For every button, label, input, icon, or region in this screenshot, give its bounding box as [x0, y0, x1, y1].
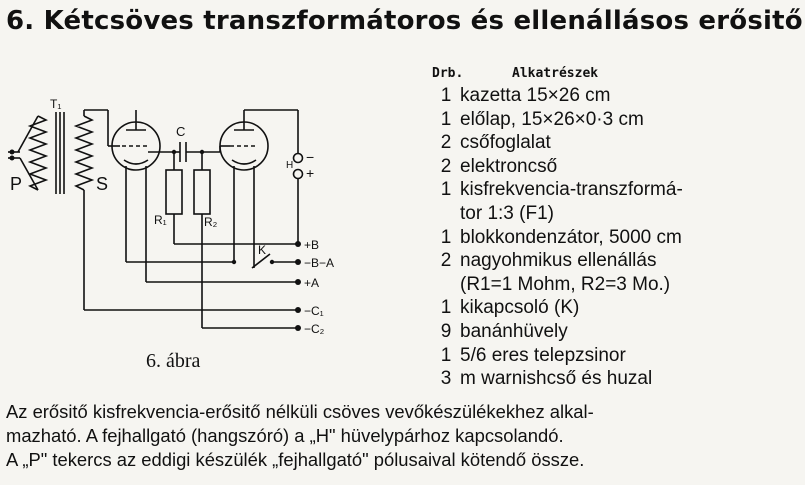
- parts-list: Drb. Alkatrészek 1 kazetta 15×26 cm 1 előla…: [432, 62, 800, 391]
- part-name: kisfrekvencia-transzformá- tor 1:3 (F1): [460, 179, 683, 224]
- part-qty: 1: [440, 344, 452, 366]
- terminal-dot: [295, 259, 301, 265]
- terminal-dot: [295, 279, 301, 285]
- label-minus-c2: −C₂: [304, 322, 325, 336]
- part-name: blokkondenzátor, 5000 cm: [460, 226, 682, 248]
- page-title: 6. Kétcsöves transzformátoros és ellenál…: [6, 6, 805, 36]
- part-qty: 1: [440, 297, 452, 319]
- label-s: S: [96, 174, 108, 194]
- h-socket-plus: [292, 168, 304, 180]
- part-qty: 9: [440, 320, 452, 342]
- part-qty: 2: [440, 155, 452, 177]
- label-plus-a: +A: [304, 276, 319, 290]
- label-minus-c1: −C₁: [304, 304, 324, 318]
- part-name: csőfoglalat: [460, 132, 551, 154]
- parts-list-item: 1 kazetta 15×26 cm: [432, 84, 800, 108]
- label-c: C: [176, 124, 185, 139]
- h-socket-minus: [292, 152, 304, 164]
- description-line-3: A „P" tekercs az eddigi készülék „fejhal…: [6, 449, 585, 470]
- parts-list-item: 1 blokkondenzátor, 5000 cm: [432, 226, 800, 250]
- transformer-secondary-coil: [73, 115, 95, 191]
- parts-list-item: 9 banánhüvely: [432, 320, 800, 344]
- parts-list-item: 2 csőfoglalat: [432, 131, 800, 155]
- terminal-dot: [295, 325, 301, 331]
- terminal-dot: [231, 259, 237, 265]
- parts-list-item: 1 5/6 eres telepzsinor: [432, 344, 800, 368]
- terminal-dot: [269, 259, 275, 265]
- parts-list-item: 3 m warnishcső és huzal: [432, 367, 800, 391]
- part-qty: 1: [440, 226, 452, 248]
- description-text: Az erősitő kisfrekvencia-erősitő nélküli…: [6, 400, 801, 472]
- part-qty: 2: [440, 132, 452, 154]
- part-qty: 1: [440, 108, 452, 130]
- parts-list-item: 2 nagyohmikus ellenállás (R1=1 Mohm, R2=3…: [432, 249, 800, 296]
- terminal-dot: [295, 241, 301, 247]
- part-qty: 1: [440, 85, 452, 106]
- label-h-minus: −: [306, 149, 314, 165]
- label-h: H: [286, 160, 293, 171]
- amplifier-schematic: T₁ C P S R₁ R₂ H − + K +B −B−A +A −C₁ −C…: [8, 97, 334, 336]
- figure-caption: 6. ábra: [146, 350, 201, 372]
- part-name: m warnishcső és huzal: [460, 368, 653, 390]
- terminal-dot: [9, 149, 15, 155]
- name-header: Alkatrészek: [512, 65, 599, 81]
- resistor-r2: [193, 169, 211, 215]
- qty-header: Drb.: [432, 65, 464, 81]
- description-line-1: Az erősitő kisfrekvencia-erősitő nélküli…: [6, 401, 594, 422]
- label-r1: R₁: [154, 213, 167, 227]
- terminal-dot: [171, 149, 177, 155]
- part-name: banánhüvely: [460, 320, 568, 342]
- parts-list-item: 2 elektroncső: [432, 155, 800, 179]
- resistor-r1: [165, 169, 183, 215]
- part-name: előlap, 15×26×0·3 cm: [460, 108, 644, 130]
- description-line-2: mazható. A fejhallgató (hangszóró) a „H"…: [6, 425, 564, 446]
- part-name: elektroncső: [460, 155, 558, 177]
- parts-list-item: 1 előlap, 15×26×0·3 cm: [432, 108, 800, 132]
- parts-list-item: 1 kisfrekvencia-transzformá- tor 1:3 (F1): [432, 178, 800, 225]
- terminal-dot: [9, 155, 15, 161]
- parts-list-header: Drb. Alkatrészek: [432, 62, 800, 84]
- switch-k-blade: [251, 253, 271, 269]
- part-qty: 1: [440, 179, 452, 201]
- part-name: kikapcsoló (K): [460, 297, 580, 319]
- label-plus-b: +B: [304, 238, 319, 252]
- label-h-plus: +: [306, 165, 314, 181]
- label-minus-b-a: −B−A: [304, 256, 334, 270]
- label-p: P: [10, 174, 22, 194]
- parts-list-item: 1 kikapcsoló (K): [432, 296, 800, 320]
- label-k: K: [258, 243, 266, 257]
- part-name: kazetta 15×26 cm: [460, 85, 611, 106]
- label-t1: T₁: [50, 97, 61, 111]
- part-name: nagyohmikus ellenállás (R1=1 Mohm, R2=3 …: [460, 250, 671, 295]
- label-r2: R₂: [204, 215, 218, 229]
- terminal-dot: [295, 307, 301, 313]
- part-name: 5/6 eres telepzsinor: [460, 344, 626, 366]
- part-qty: 2: [440, 250, 452, 272]
- terminal-dot: [199, 149, 205, 155]
- part-qty: 3: [440, 368, 452, 390]
